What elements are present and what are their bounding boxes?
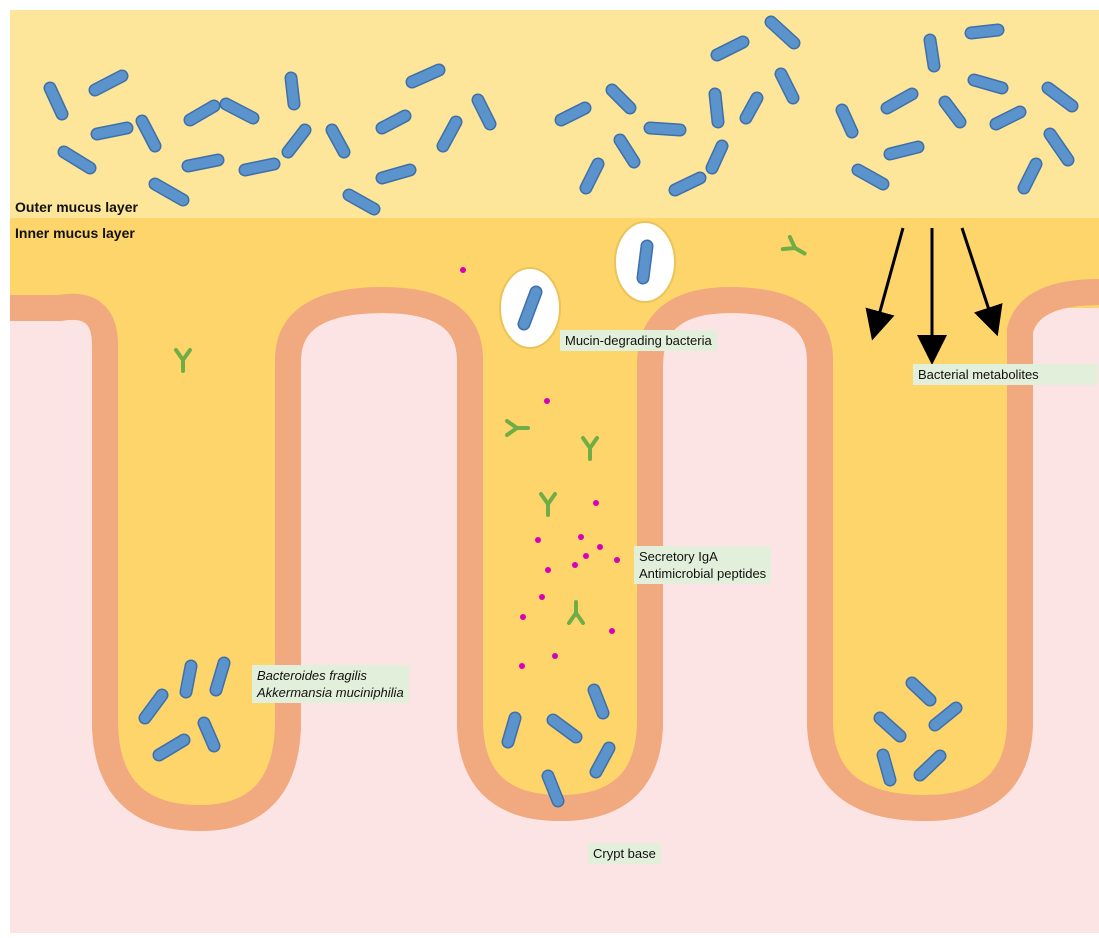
bacterium [186,666,191,692]
peptide-dot [614,557,620,563]
bacterium [245,164,274,170]
bacterium [890,147,918,154]
bacterium [712,146,722,168]
bacterium [548,776,558,801]
secretory-iga-text: Secretory IgA [639,548,766,565]
peptide-dot [539,594,545,600]
species-1-text: Bacteroides fragilis [257,667,404,684]
bacterium [930,40,934,66]
bacterium [594,690,603,713]
antimicrobial-text: Antimicrobial peptides [639,565,766,582]
bacterium [971,30,998,33]
bacterium [715,94,718,122]
peptide-dot [545,567,551,573]
peptide-dot [552,653,558,659]
peptide-dot [535,537,541,543]
inner-mucus-label: Inner mucus layer [15,225,135,241]
bacterium [291,78,294,104]
bacterium [974,80,1002,88]
bacterium [508,718,515,742]
bacterium [650,128,680,130]
mucin-degrading-bacterium [500,268,560,348]
bacterium [204,723,214,746]
peptide-dot [583,553,589,559]
species-2-text: Akkermansia muciniphilia [257,684,404,701]
bacterium [188,160,218,166]
bacterium [97,128,127,134]
bacterium [883,755,890,780]
peptide-dot [519,663,525,669]
peptide-dot [609,628,615,634]
iga-peptides-label: Secretory IgA Antimicrobial peptides [634,546,771,584]
peptide-dot [572,562,578,568]
peptide-dot [597,544,603,550]
mucin-degrading-label: Mucin-degrading bacteria [560,330,717,351]
peptide-dot [578,534,584,540]
peptide-dot [520,614,526,620]
peptide-dot [593,500,599,506]
bacterium [842,110,852,132]
mucin-degrading-bacterium [615,222,675,302]
outer-mucus-label: Outer mucus layer [15,199,138,215]
bacterium [216,663,224,690]
peptide-dot [544,398,550,404]
crypt-base-label: Crypt base [588,843,661,864]
species-label: Bacteroides fragilis Akkermansia mucinip… [252,665,409,703]
bacterium [382,170,410,178]
peptide-dot [460,267,466,273]
metabolites-label: Bacterial metabolites [913,364,1098,385]
